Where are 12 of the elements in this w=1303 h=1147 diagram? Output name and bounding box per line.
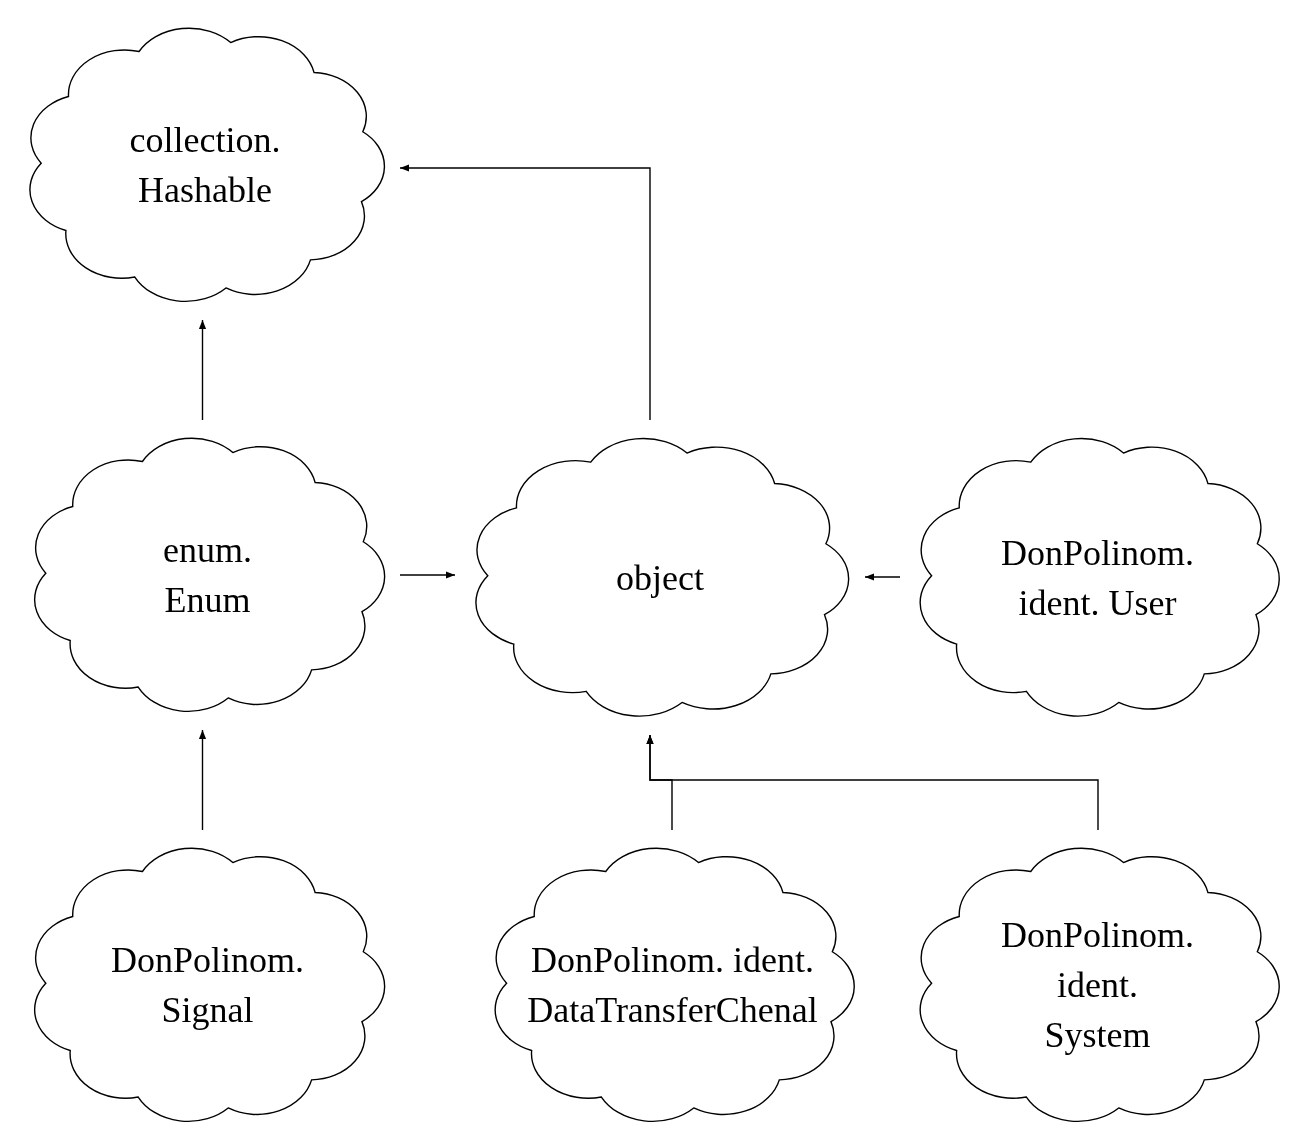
arrow xyxy=(399,164,651,421)
arrow xyxy=(399,571,456,579)
node-label: collection. Hashable xyxy=(129,119,281,212)
node-label: DonPolinom. ident. User xyxy=(1001,531,1194,625)
arrow xyxy=(198,319,207,421)
arrow xyxy=(646,734,1099,831)
arrow xyxy=(198,729,207,831)
node-label: DonPolinom. ident. DataTransferChenal xyxy=(527,939,818,1032)
node-label: enum. Enum xyxy=(163,529,252,622)
node-label: object xyxy=(616,556,704,600)
node-label: DonPolinom. ident. System xyxy=(1001,914,1194,1057)
node-label: DonPolinom. Signal xyxy=(111,939,304,1032)
